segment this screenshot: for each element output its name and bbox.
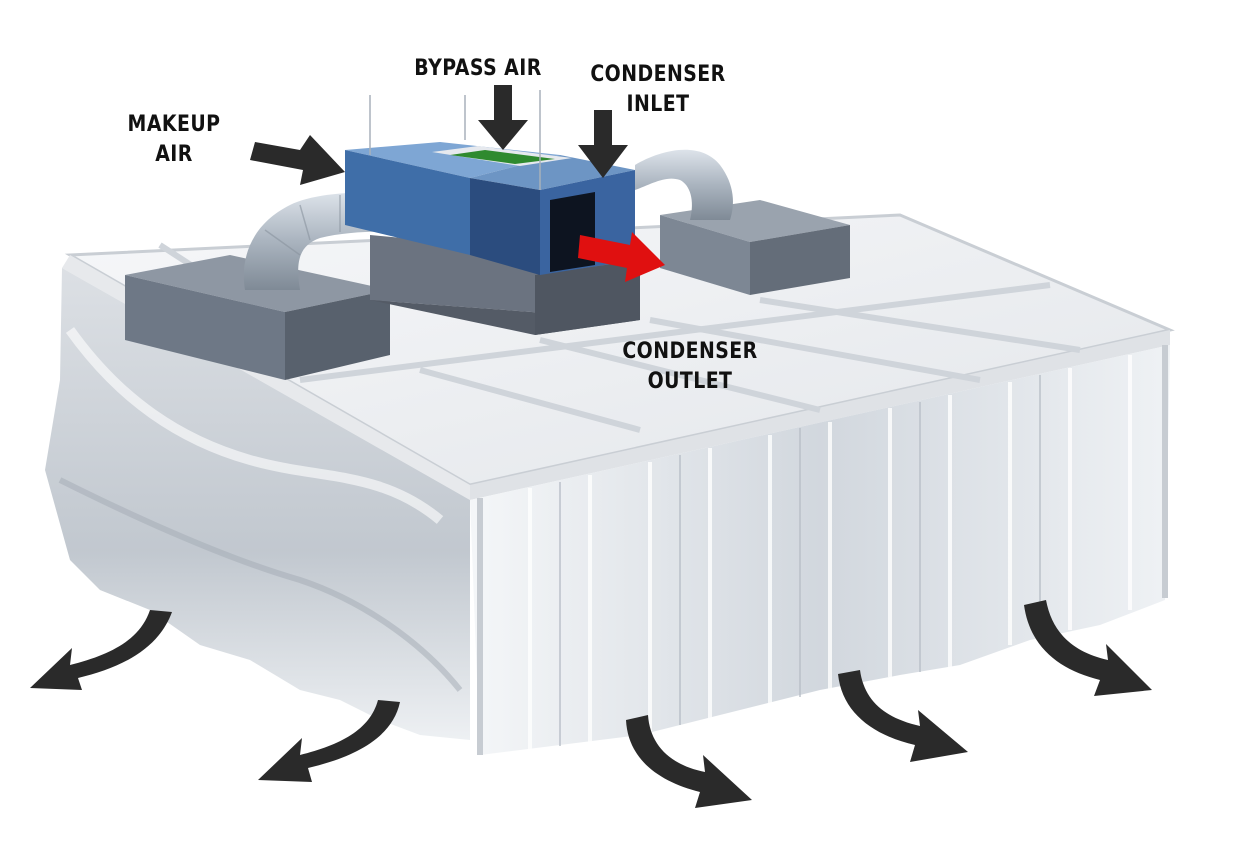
condenser-outlet-line-2: OUTLET [647, 369, 733, 394]
condenser-outlet-line-1: CONDENSER [622, 339, 758, 364]
bypass-air-label: BYPASS AIR [414, 54, 543, 84]
exhaust-arrow [626, 715, 752, 808]
exhaust-arrow [838, 670, 968, 762]
front-curtain [470, 345, 1170, 755]
bypass-air-text: BYPASS AIR [414, 56, 542, 81]
makeup-air-arrow [250, 135, 345, 185]
condenser-outlet-label: CONDENSER OUTLET [619, 337, 760, 397]
exhaust-arrow [30, 610, 172, 690]
makeup-air-label: MAKEUP AIR [117, 110, 231, 170]
bypass-filter [450, 150, 555, 164]
condenser-outlet-arrow [578, 232, 665, 282]
condenser-inlet-label: CONDENSER INLET [587, 60, 728, 120]
exhaust-arrow [1024, 600, 1152, 696]
right-duct [635, 149, 733, 220]
air-handling-unit [345, 90, 635, 275]
exhaust-arrows [30, 600, 1152, 808]
exhaust-arrow [258, 700, 400, 782]
bypass-air-arrow [478, 85, 528, 150]
condenser-inlet-arrow [578, 110, 628, 178]
makeup-air-line-1: MAKEUP [127, 112, 221, 137]
left-curtain [45, 268, 470, 740]
makeup-air-line-2: AIR [155, 142, 193, 167]
condenser-inlet-line-2: INLET [626, 92, 690, 117]
condenser-inlet-line-1: CONDENSER [590, 62, 726, 87]
